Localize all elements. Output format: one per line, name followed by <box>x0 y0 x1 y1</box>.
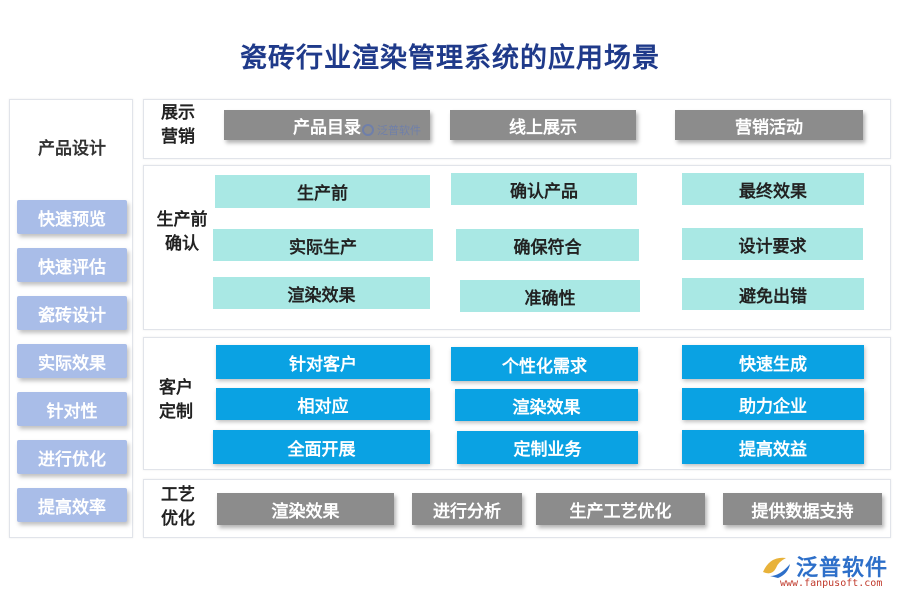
craft-label: 工艺 优化 <box>158 483 198 531</box>
box-avoid-errors: 避免出错 <box>682 278 864 310</box>
box-design-requirements: 设计要求 <box>682 228 863 260</box>
watermark-logo-icon <box>362 124 374 136</box>
custom-label: 客户 定制 <box>156 376 196 424</box>
craft-label-line2: 优化 <box>161 509 195 529</box>
box-pre-production: 生产前 <box>215 175 430 208</box>
left-item-actual-effect: 实际效果 <box>17 344 127 378</box>
preprod-label-line2: 确认 <box>165 234 199 254</box>
box-confirm-product: 确认产品 <box>451 173 637 205</box>
box-quick-generate: 快速生成 <box>682 345 864 379</box>
box-help-enterprise: 助力企业 <box>682 388 864 420</box>
box-personalized-needs: 个性化需求 <box>451 347 638 381</box>
box-render-effect-2: 渲染效果 <box>455 389 638 421</box>
box-data-support: 提供数据支持 <box>723 493 882 525</box>
craft-label-line1: 工艺 <box>161 485 195 505</box>
box-product-catalog: 产品目录 <box>224 110 430 140</box>
box-online-display: 线上展示 <box>450 110 636 140</box>
display-label-line2: 营销 <box>161 127 195 147</box>
box-custom-business: 定制业务 <box>457 431 638 464</box>
left-item-targeted: 针对性 <box>17 392 127 426</box>
custom-label-line2: 定制 <box>159 402 193 422</box>
box-ensure-match: 确保符合 <box>456 229 639 261</box>
watermark: 泛普软件 <box>362 122 421 138</box>
box-actual-production: 实际生产 <box>213 229 433 261</box>
brand-logo-text: 泛普软件 <box>796 556 889 581</box>
page-title: 瓷砖行业渲染管理系统的应用场景 <box>240 43 660 74</box>
left-item-tile-design: 瓷砖设计 <box>17 296 127 330</box>
left-item-optimize: 进行优化 <box>17 440 127 474</box>
brand-logo-url: www.fanpusoft.com <box>780 578 883 589</box>
preprod-label-line1: 生产前 <box>156 210 208 230</box>
display-label-line1: 展示 <box>161 103 195 123</box>
brand-logo-icon <box>763 557 790 578</box>
left-item-quick-preview: 快速预览 <box>17 200 127 234</box>
product-design-panel: 产品设计 快速预览 快速评估 瓷砖设计 实际效果 针对性 进行优化 提高效率 <box>9 99 133 538</box>
box-render-effect-3: 渲染效果 <box>217 493 394 525</box>
box-process-optimization: 生产工艺优化 <box>536 493 705 525</box>
box-marketing-activity: 营销活动 <box>675 110 863 140</box>
box-target-customer: 针对客户 <box>216 345 430 379</box>
custom-label-line1: 客户 <box>159 378 193 398</box>
box-corresponding: 相对应 <box>216 388 430 420</box>
box-render-effect: 渲染效果 <box>213 277 430 309</box>
box-full-rollout: 全面开展 <box>213 430 430 464</box>
box-improve-benefits: 提高效益 <box>682 430 864 464</box>
box-final-effect: 最终效果 <box>682 173 864 205</box>
brand-logo: 泛普软件 www.fanpusoft.com <box>760 548 892 592</box>
box-accuracy: 准确性 <box>460 280 640 312</box>
left-item-quick-evaluate: 快速评估 <box>17 248 127 282</box>
product-design-heading: 产品设计 <box>38 139 106 159</box>
box-analyze: 进行分析 <box>412 493 522 525</box>
left-item-efficiency: 提高效率 <box>17 488 127 522</box>
display-marketing-label: 展示 营销 <box>158 101 198 149</box>
watermark-text: 泛普软件 <box>377 124 421 137</box>
preprod-label: 生产前 确认 <box>150 208 214 256</box>
